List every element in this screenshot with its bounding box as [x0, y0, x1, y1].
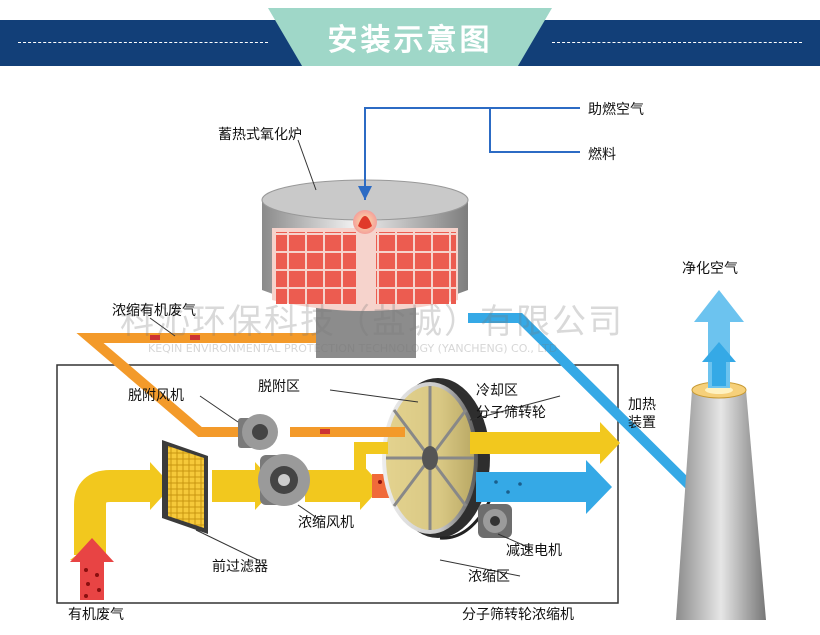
label-sieve-wheel: 分子筛转轮 — [476, 405, 546, 421]
label-combustion-air: 助燃空气 — [588, 102, 644, 118]
label-concentrated-gas: 浓缩有机废气 — [112, 303, 196, 319]
label-reducer-motor: 减速电机 — [506, 543, 562, 559]
watermark-en: KEQIN ENVIRONMENTAL PROTECTION TECHNOLOG… — [148, 342, 558, 355]
desorption-return-line — [76, 330, 405, 437]
page-title: 安装示意图 — [327, 23, 493, 58]
label-pre-filter: 前过滤器 — [212, 559, 268, 575]
title-tab — [268, 8, 552, 66]
label-cooling-zone: 冷却区 — [476, 383, 518, 399]
inlet-duct — [70, 462, 382, 560]
label-desorption-fan: 脱附风机 — [128, 388, 184, 404]
clean-air-arrows — [694, 290, 744, 388]
molecular-sieve-wheel — [382, 378, 492, 540]
waste-gas-inlet-arrow — [70, 538, 114, 600]
desorption-riser — [354, 442, 388, 470]
pre-filter — [162, 440, 208, 534]
clean-air-outlet-arrow — [476, 460, 612, 514]
watermark-cn: 科沁环保科技（盐城）有限公司 — [120, 302, 624, 342]
fuel-feed-lines — [358, 107, 580, 200]
label-fuel: 燃料 — [588, 147, 616, 163]
label-concentrator: 分子筛转轮浓缩机 — [462, 607, 574, 623]
label-heating-device: 加热 装置 — [628, 397, 656, 431]
heating-device-arrow — [470, 422, 620, 464]
reducer-motor — [478, 504, 512, 538]
concentrator-frame — [56, 364, 619, 604]
rto-outlet-line — [468, 313, 694, 490]
label-clean-air: 净化空气 — [682, 261, 738, 277]
label-rto: 蓄热式氧化炉 — [218, 127, 302, 143]
desorption-fan — [238, 414, 278, 450]
concentration-fan — [258, 454, 310, 506]
leader-lines — [149, 139, 561, 577]
banner-dash-right — [552, 42, 802, 43]
chimney-stack — [676, 381, 766, 620]
label-concentration-zone: 浓缩区 — [468, 569, 510, 585]
banner-dash-left — [18, 42, 268, 43]
label-organic-waste-gas: 有机废气 — [68, 607, 124, 623]
label-concentration-fan: 浓缩风机 — [298, 515, 354, 531]
label-desorption-zone: 脱附区 — [258, 379, 300, 395]
